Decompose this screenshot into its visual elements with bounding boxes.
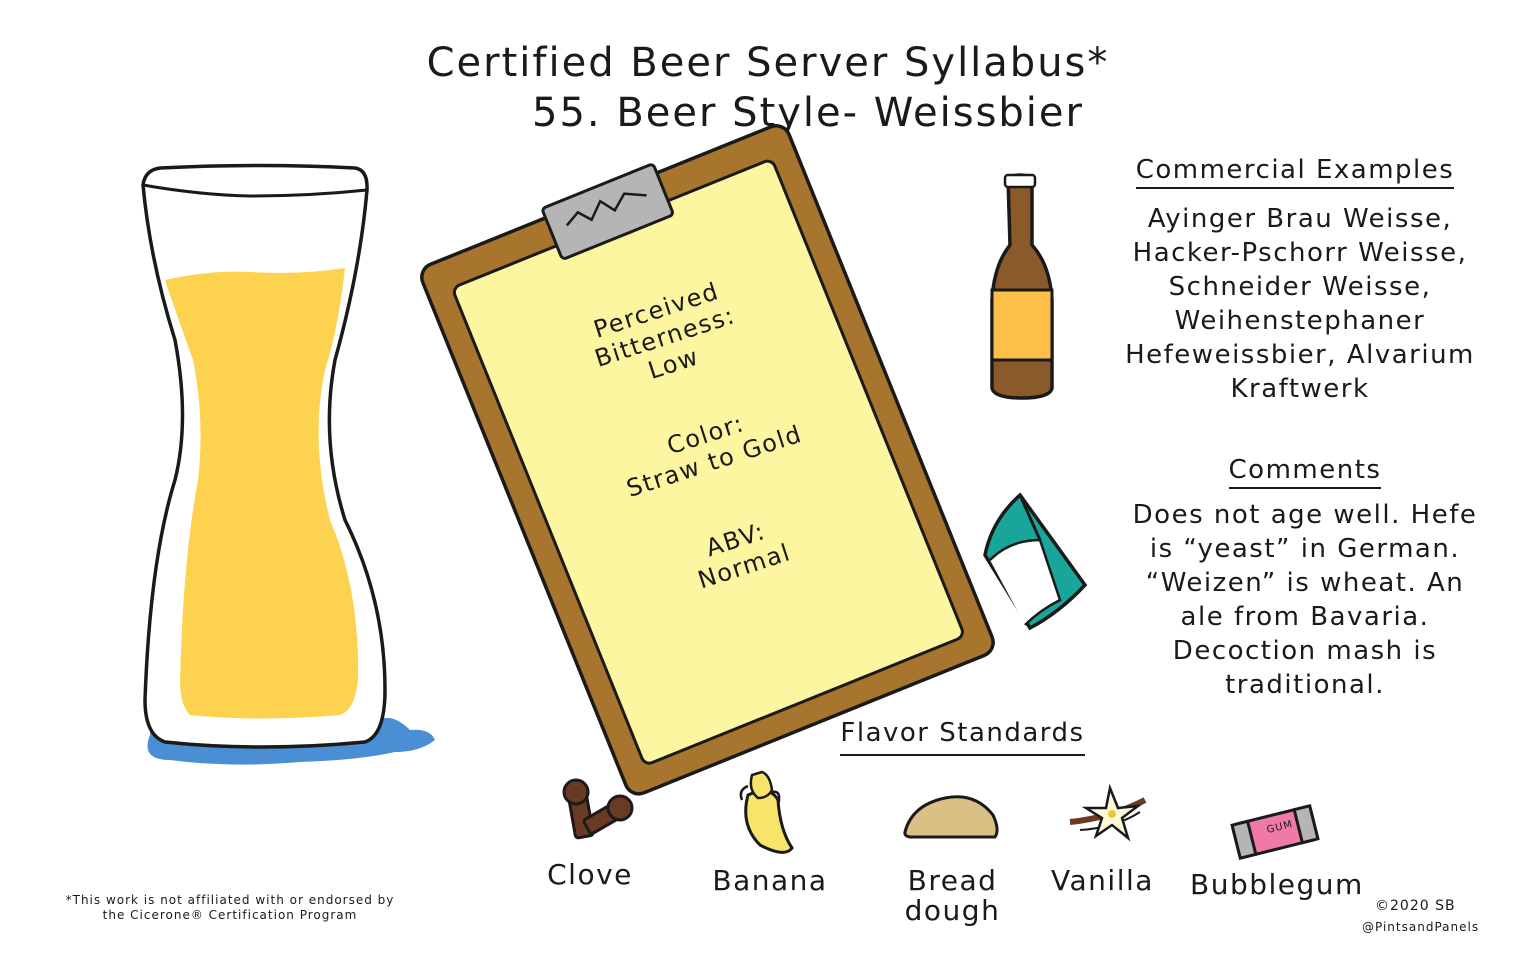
- copyright: ©2020 SB: [1375, 898, 1456, 914]
- banana-icon: [739, 770, 794, 854]
- list-item: Hacker-Pschorr Weisse,: [1132, 238, 1468, 268]
- clove-icon: [562, 778, 634, 840]
- book-icon: [983, 492, 1088, 631]
- vanilla-icon: [1069, 783, 1147, 842]
- comments-heading: Comments: [1115, 455, 1495, 489]
- comment-line: ale from Bavaria.: [1180, 602, 1430, 632]
- disclaimer-line-2: the Cicerone® Certification Program: [102, 908, 358, 922]
- flavor-label-vanilla: Vanilla: [1051, 864, 1154, 897]
- comment-line: Does not age well. Hefe: [1132, 500, 1478, 530]
- comment-line: Decoction mash is: [1172, 636, 1438, 666]
- list-item: Hefeweissbier, Alvarium: [1125, 340, 1475, 370]
- bread-dough-icon: [903, 795, 999, 839]
- list-item: Ayinger Brau Weisse,: [1147, 204, 1453, 234]
- bubblegum-icon: [1230, 804, 1320, 860]
- flavor-label-bubblegum: Bubblegum: [1190, 868, 1364, 901]
- weizen-glass-icon: [141, 163, 387, 749]
- comments-text: Does not age well. Hefe is “yeast” in Ge…: [1100, 498, 1510, 702]
- page-title-line-1: Certified Beer Server Syllabus*: [426, 40, 1110, 86]
- page-title-line-2: 55. Beer Style- Weissbier: [532, 90, 1084, 136]
- bottle-icon: [990, 173, 1054, 400]
- comment-line: is “yeast” in German.: [1149, 534, 1461, 564]
- flavor-label-bread-dough: Bread dough: [904, 864, 1001, 927]
- commercial-examples-list: Ayinger Brau Weisse, Hacker-Pschorr Weis…: [1100, 202, 1500, 406]
- comment-line: traditional.: [1225, 670, 1385, 700]
- list-item: Kraftwerk: [1230, 374, 1370, 404]
- artist-handle: @PintsandPanels: [1362, 920, 1480, 934]
- flavor-label-clove: Clove: [547, 858, 633, 891]
- commercial-examples-heading: Commercial Examples: [1115, 155, 1475, 189]
- comment-line: “Weizen” is wheat. An: [1145, 568, 1465, 598]
- clipboard-icon: [420, 124, 995, 796]
- flavor-label-banana: Banana: [712, 864, 828, 897]
- disclaimer: *This work is not affiliated with or end…: [60, 893, 400, 923]
- list-item: Schneider Weisse,: [1168, 272, 1432, 302]
- flavor-standards-heading: Flavor Standards: [815, 718, 1110, 756]
- list-item: Weihenstephaner: [1174, 306, 1426, 336]
- disclaimer-line-1: *This work is not affiliated with or end…: [65, 893, 395, 907]
